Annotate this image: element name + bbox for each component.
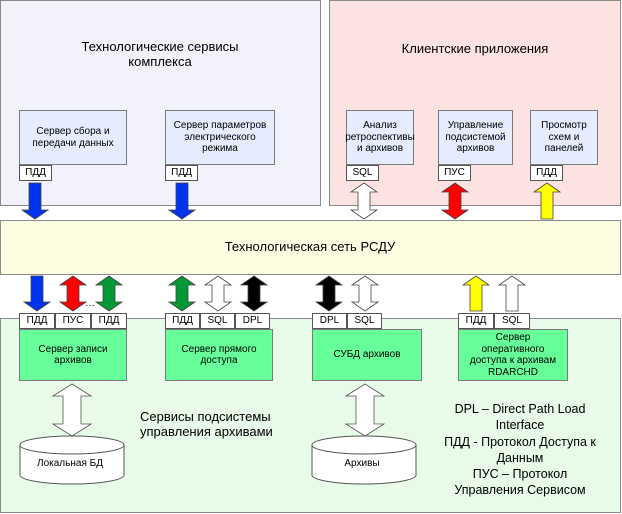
storage-arrow-local-db: [51, 383, 93, 437]
tag-sql: SQL: [346, 165, 379, 181]
client-apps-title: Клиентские приложения: [401, 41, 549, 56]
tag-pdd: ПДД: [458, 313, 494, 329]
operative-archive-access-server: Сервер оперативного доступа к архивам RD…: [458, 329, 568, 381]
tag-pdd: ПДД: [530, 165, 563, 181]
tag-sql: SQL: [347, 313, 382, 329]
arrow-red: [58, 275, 88, 312]
network-band: [0, 220, 621, 275]
arrow-white: [349, 182, 379, 220]
arrow-yellow: [461, 275, 491, 312]
connection-arrows: [20, 182, 562, 312]
tag-dpl: DPL: [235, 313, 270, 329]
tag-pus: ПУС: [438, 165, 471, 181]
ellipsis: …: [85, 298, 95, 309]
arrow-blue: [22, 275, 52, 312]
tag-pdd: ПДД: [19, 313, 55, 329]
arrow-green: [167, 275, 197, 312]
tag-pus: ПУС: [55, 313, 91, 329]
storage-arrows: [51, 383, 386, 437]
archive-management-app: Управление подсистемой архивов: [438, 110, 513, 165]
arrow-yellow: [532, 182, 562, 220]
database-cylinders: [19, 435, 417, 485]
arrow-red: [440, 182, 470, 220]
local-db-cylinder: [19, 435, 125, 485]
tag-pdd: ПДД: [91, 313, 127, 329]
retrospective-analysis-app: Анализ ретроспективы и архивов: [345, 110, 415, 165]
tech-services-title: Технологические сервисы комплекса: [81, 39, 239, 69]
arrow-blue: [20, 182, 50, 220]
local-db-label: Локальная БД: [37, 458, 103, 469]
arrow-black: [314, 275, 344, 312]
archives-db-label: Архивы: [344, 458, 380, 469]
storage-arrow-archives: [344, 383, 386, 437]
schemes-viewer-app: Просмотр схем и панелей: [530, 110, 598, 165]
archives-cylinder: [311, 435, 417, 485]
arrow-black: [239, 275, 269, 312]
tech-services-region: [0, 0, 321, 206]
archive-writer-server: Сервер записи архивов: [19, 329, 127, 381]
electrical-params-server: Сервер параметров электрического режима: [165, 110, 275, 165]
tag-dpl: DPL: [312, 313, 347, 329]
arrow-green: [94, 275, 124, 312]
tag-pdd: ПДД: [165, 313, 200, 329]
tag-sql: SQL: [494, 313, 530, 329]
tag-sql: SQL: [200, 313, 235, 329]
tag-pdd: ПДД: [19, 165, 52, 181]
arrow-white: [497, 275, 527, 312]
arrow-white: [350, 275, 380, 312]
arrow-blue: [167, 182, 197, 220]
archive-subsystem-title: Сервисы подсистемы управления архивами: [140, 409, 273, 439]
network-title: Технологическая сеть РСДУ: [224, 239, 396, 254]
data-collection-server: Сервер сбора и передачи данных: [19, 110, 127, 165]
arrow-white: [203, 275, 233, 312]
archive-dbms: СУБД архивов: [312, 329, 422, 381]
direct-access-server: Сервер прямого доступа: [165, 329, 273, 381]
legend: DPL – Direct Path Load Interface ПДД - П…: [444, 402, 596, 498]
tag-pdd: ПДД: [165, 165, 198, 181]
